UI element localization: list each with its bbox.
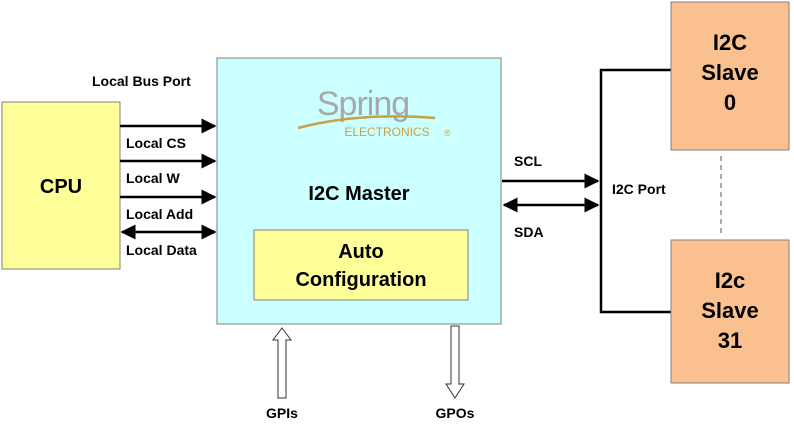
local-cs-label: Local CS <box>126 135 186 151</box>
auto-config-line1: Auto <box>338 241 384 263</box>
slave-31-line2: Slave <box>701 298 759 323</box>
spring-electronics-logo: Spring ELECTRONICS ® <box>297 85 451 139</box>
cpu-label: CPU <box>40 176 82 198</box>
logo-registered: ® <box>444 128 451 138</box>
i2c-bus-line <box>599 68 671 314</box>
slave-31-line1: I2c <box>715 268 746 293</box>
i2c-port-label: I2C Port <box>612 181 666 197</box>
i2c-slave-0-block <box>670 1 790 151</box>
local-bus-port-label: Local Bus Port <box>92 73 191 89</box>
gpo-label: GPOs <box>436 405 475 421</box>
gpi-arrow <box>272 327 292 399</box>
gpo-arrow <box>445 325 465 399</box>
slave-0-line3: 0 <box>724 90 736 115</box>
logo-swoosh <box>297 115 436 130</box>
local-add-label: Local Add <box>126 206 193 222</box>
slave-0-line2: Slave <box>701 60 759 85</box>
gpi-label: GPIs <box>266 405 298 421</box>
cpu-block <box>1 101 121 270</box>
scl-label: SCL <box>514 153 542 169</box>
local-data-label: Local Data <box>126 242 197 258</box>
auto-config-line2: Configuration <box>295 269 426 291</box>
logo-subtitle: ELECTRONICS <box>344 125 429 139</box>
slave-0-line1: I2C <box>713 30 747 55</box>
i2c-master-label: I2C Master <box>308 183 409 205</box>
sda-label: SDA <box>514 224 544 240</box>
i2c-slave-31-block <box>670 239 790 384</box>
slave-31-line3: 31 <box>718 328 742 353</box>
local-w-label: Local W <box>126 170 180 186</box>
auto-configuration-block <box>253 229 469 301</box>
